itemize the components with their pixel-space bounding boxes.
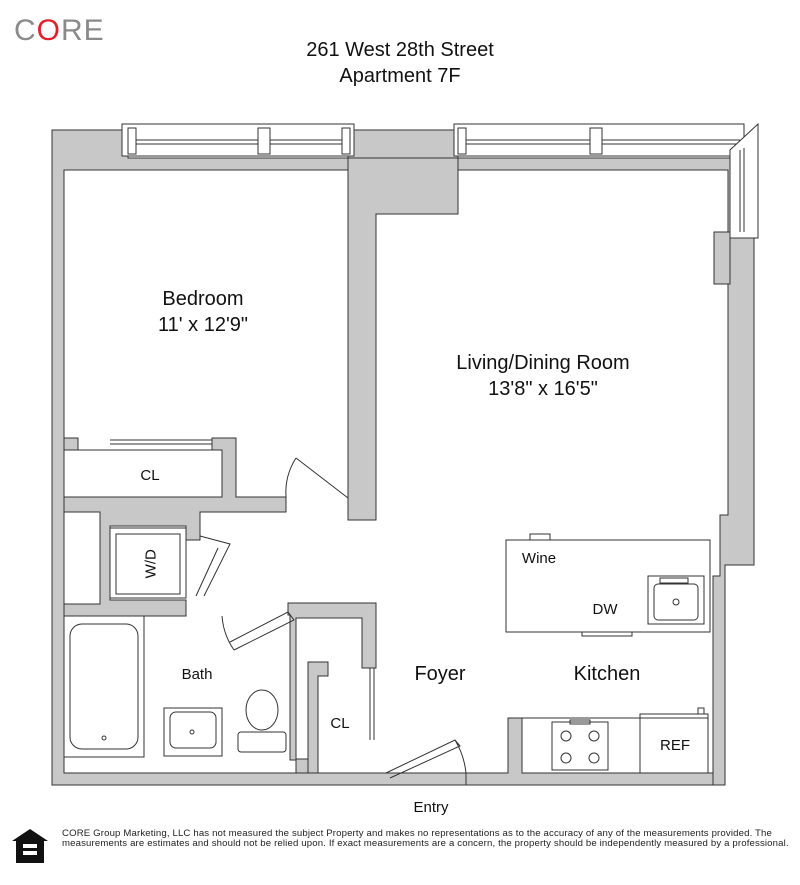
wine-label: Wine (521, 550, 557, 567)
stove (551, 721, 609, 771)
bedroom-dims: 11' x 12'9" (158, 314, 248, 336)
kitchen-label: Kitchen (573, 663, 641, 685)
dishwasher-label: DW (592, 601, 618, 618)
address-line1: 261 West 28th Street (306, 39, 494, 61)
toilet (245, 689, 279, 731)
bedroom-name: Bedroom (162, 288, 244, 310)
bedroom-label: Bedroom 11' x 12'9" (110, 286, 296, 338)
foyer-closet-wall (307, 661, 329, 774)
living-dims: 13'8" x 16'5" (488, 378, 598, 400)
living-name: Living/Dining Room (456, 352, 630, 374)
bedroom-door (285, 457, 349, 499)
foyer-closet-label: CL (330, 715, 350, 732)
core-logo: CORE (14, 14, 105, 47)
equal-housing-opportunity-icon (12, 829, 48, 863)
right-wall-notch (713, 231, 731, 285)
wd-label: W/D (142, 549, 160, 579)
address-line2: Apartment 7F (339, 65, 461, 87)
washer-dryer (109, 527, 187, 599)
pier-wall (347, 157, 459, 521)
bath-label: Bath (181, 666, 213, 683)
living-label: Living/Dining Room 13'8" x 16'5" (430, 350, 656, 402)
bedroom-closet-label: CL (140, 467, 160, 484)
refrigerator-label: REF (660, 737, 690, 754)
entry-door (385, 739, 467, 779)
bath-door (221, 611, 295, 651)
disclaimer-text: CORE Group Marketing, LLC has not measur… (62, 828, 789, 850)
entry-label: Entry (413, 799, 449, 816)
vanity (163, 707, 223, 757)
bath-wall (287, 602, 377, 774)
windows (121, 122, 759, 239)
sink (647, 575, 705, 625)
bedroom-closet (63, 449, 223, 498)
bedroom-partition (63, 437, 79, 451)
kitchen-counter (521, 717, 641, 774)
closet-wall (63, 437, 287, 617)
wd-door (195, 535, 231, 597)
refrigerator (639, 713, 709, 774)
foyer-label: Foyer (414, 663, 466, 685)
bathtub (63, 615, 145, 758)
